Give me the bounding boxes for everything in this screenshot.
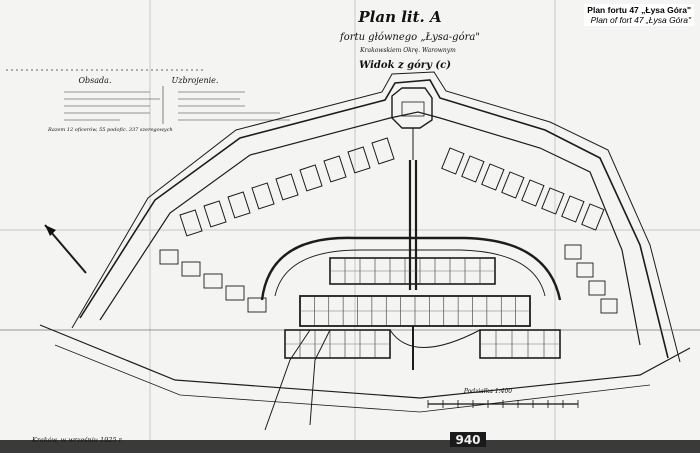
fort-outline — [0, 71, 700, 431]
casemate — [371, 137, 395, 165]
flank-room — [203, 273, 223, 289]
casemate-rows — [159, 137, 618, 314]
caption-title-polish: Plan fortu 47 „Łysa Góra" — [587, 5, 691, 15]
barracks-cells — [285, 258, 560, 358]
heading-line-1: Plan lit. A — [357, 8, 441, 26]
legend-obsada-title: Obsada. — [79, 76, 112, 85]
heading-line-4: Widok z góry (c) — [359, 60, 451, 71]
legend-uzbrojenie-title: Uzbrojenie. — [172, 76, 219, 85]
flank-room — [600, 298, 618, 314]
casemate — [461, 155, 485, 183]
flank-room — [564, 244, 582, 260]
scale-bar: Podziałka 1:400 — [427, 388, 579, 408]
scale-label: Podziałka 1:400 — [463, 388, 512, 395]
courtyard-barracks — [260, 236, 562, 370]
heading-line-3: Krakowskiem Okrę. Warownym — [359, 47, 456, 54]
apex-caponier — [391, 87, 433, 290]
casemate — [501, 171, 525, 199]
legend: Obsada. Uzbrojenie. Razem 12 oficerów, 5… — [6, 69, 290, 133]
flank-room — [247, 297, 267, 313]
north-arrow-icon — [44, 224, 87, 274]
casemate — [521, 179, 545, 207]
casemate — [541, 187, 565, 215]
flank-room — [225, 285, 245, 301]
casemate — [581, 203, 605, 231]
sheet-number-stamp — [450, 432, 486, 447]
image-caption: Plan fortu 47 „Łysa Góra" Plan of fort 4… — [584, 4, 694, 26]
casemate — [203, 200, 227, 228]
casemate — [561, 195, 585, 223]
flank-room — [159, 249, 179, 265]
drawing-heading: Plan lit. A fortu głównego „Łysa-góra" K… — [339, 8, 480, 71]
flank-room — [588, 280, 606, 296]
legend-note: Razem 12 oficerów, 55 podofic. 337 szere… — [47, 126, 173, 133]
flank-room — [576, 262, 594, 278]
caption-title-english: Plan of fort 47 „Łysa Góra" — [590, 15, 691, 25]
scan-bottom-edge — [0, 440, 700, 453]
casemate — [299, 164, 323, 192]
casemate — [227, 191, 251, 219]
heading-line-2: fortu głównego „Łysa-góra" — [339, 32, 480, 43]
casemate — [441, 147, 465, 175]
sheet-number: 940 — [455, 433, 480, 447]
casemate — [275, 173, 299, 201]
casemate — [347, 146, 371, 174]
flank-room — [181, 261, 201, 277]
date-note: Kraków, w wrześniu 1925 r. — [31, 436, 123, 444]
casemate — [481, 163, 505, 191]
casemate — [323, 155, 347, 183]
casemate — [179, 209, 203, 237]
casemate — [251, 182, 275, 210]
